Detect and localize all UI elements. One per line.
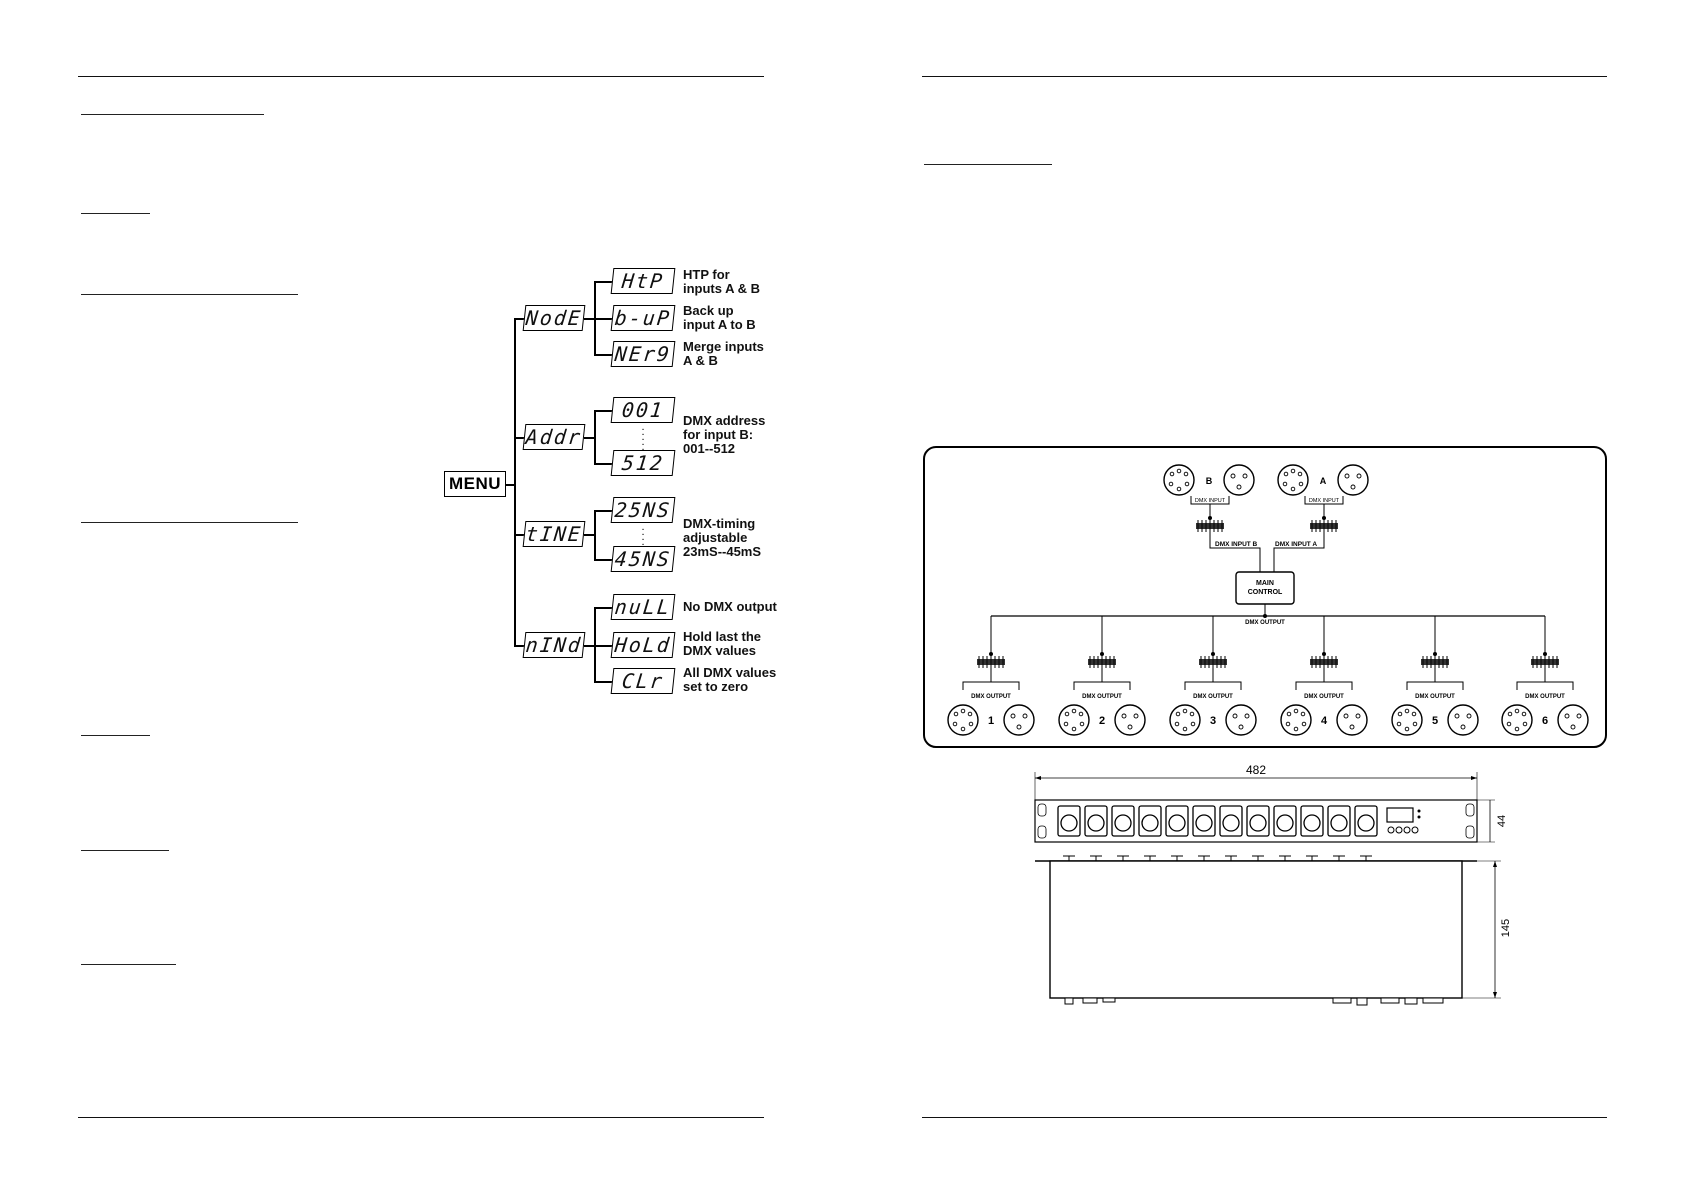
svg-text:DMX INPUT B: DMX INPUT B bbox=[1215, 541, 1258, 548]
option-desc-hold: Hold last the DMX values bbox=[683, 629, 762, 658]
svg-text:A: A bbox=[1320, 476, 1327, 486]
svg-text:DMX INPUT: DMX INPUT bbox=[1309, 498, 1340, 504]
svg-text:DMX OUTPUT: DMX OUTPUT bbox=[1304, 694, 1344, 700]
section-heading-underline bbox=[81, 294, 298, 295]
width-dimension: 482 bbox=[1246, 763, 1266, 777]
lcd-address-512: 512 bbox=[610, 450, 676, 476]
section-heading-underline bbox=[81, 964, 176, 965]
lcd-address: Addr bbox=[522, 424, 586, 450]
lcd-mode: NodE bbox=[522, 305, 586, 331]
option-desc-clear: All DMX values set to zero bbox=[683, 665, 777, 694]
dimension-drawing: 482 44 bbox=[1034, 763, 1512, 1006]
height-dimension: 44 bbox=[1496, 815, 1508, 827]
top-view bbox=[1035, 855, 1477, 1006]
option-desc-merge: Merge inputs A & B bbox=[683, 339, 764, 368]
dmx-output-3: DMX OUTPUT 3 bbox=[1169, 616, 1257, 736]
svg-text:CONTROL: CONTROL bbox=[1248, 589, 1283, 596]
dmx-input-a: A DMX INPUT bbox=[1277, 464, 1369, 533]
lcd-no-input-mode: nINd bbox=[522, 632, 586, 658]
svg-text:DMX OUTPUT: DMX OUTPUT bbox=[1193, 694, 1233, 700]
svg-text:1: 1 bbox=[988, 715, 994, 727]
front-panel bbox=[1034, 799, 1478, 843]
depth-dimension: 145 bbox=[1500, 919, 1512, 937]
option-desc-null: No DMX output bbox=[683, 599, 777, 614]
option-desc-address: DMX address for input B: 001--512 bbox=[683, 413, 766, 456]
svg-text:4: 4 bbox=[1321, 715, 1328, 727]
lcd-time: tINE bbox=[522, 521, 586, 547]
svg-text:MAIN: MAIN bbox=[1256, 580, 1274, 587]
svg-text:5: 5 bbox=[1432, 715, 1438, 727]
header-rule bbox=[78, 76, 764, 77]
dmx-output-2: DMX OUTPUT 2 bbox=[1058, 616, 1146, 736]
svg-text:DMX OUTPUT: DMX OUTPUT bbox=[1415, 694, 1455, 700]
lcd-address-001: 001 bbox=[610, 397, 676, 423]
svg-text:DMX INPUT A: DMX INPUT A bbox=[1275, 541, 1317, 548]
svg-text:DMX OUTPUT: DMX OUTPUT bbox=[971, 694, 1011, 700]
ellipsis-vertical: ..... bbox=[641, 421, 645, 453]
lcd-timing-25: 25NS bbox=[610, 497, 676, 523]
lcd-null: nuLL bbox=[610, 594, 676, 620]
section-heading-underline bbox=[81, 114, 264, 115]
footer-rule bbox=[78, 1117, 764, 1118]
lcd-htp: HtP bbox=[610, 268, 676, 294]
dmx-block-diagram: B DMX INPUT A DMX INPUT DMX INPUT B DMX … bbox=[923, 446, 1607, 748]
footer-rule bbox=[922, 1117, 1607, 1118]
right-page bbox=[842, 0, 1685, 1191]
dmx-output-6: DMX OUTPUT 6 bbox=[1501, 616, 1589, 736]
svg-text:DMX OUTPUT: DMX OUTPUT bbox=[1245, 620, 1285, 626]
menu-root-label: MENU bbox=[448, 474, 502, 493]
section-heading-underline bbox=[81, 213, 150, 214]
header-rule bbox=[922, 76, 1607, 77]
section-heading-underline bbox=[81, 522, 298, 523]
section-heading-underline bbox=[924, 164, 1052, 165]
dmx-output-4: DMX OUTPUT 4 bbox=[1280, 616, 1368, 736]
option-desc-timing: DMX-timing adjustable 23mS--45mS bbox=[683, 516, 762, 559]
lcd-backup: b-uP bbox=[610, 305, 676, 331]
option-desc-backup: Back up input A to B bbox=[683, 303, 756, 332]
lcd-hold: HoLd bbox=[610, 632, 676, 658]
dmx-output-5: DMX OUTPUT 5 bbox=[1391, 616, 1479, 736]
svg-text:6: 6 bbox=[1542, 715, 1548, 727]
section-heading-underline bbox=[81, 850, 169, 851]
svg-text:2: 2 bbox=[1099, 715, 1105, 727]
lcd-timing-45: 45NS bbox=[610, 546, 676, 572]
menu-root: MENU bbox=[444, 471, 506, 497]
left-page: MENU NodE HtP b-uP NEr9 HTP for inputs A… bbox=[0, 0, 842, 1191]
svg-text:DMX OUTPUT: DMX OUTPUT bbox=[1525, 694, 1565, 700]
dmx-input-b: B DMX INPUT bbox=[1163, 464, 1255, 533]
option-desc-htp: HTP for inputs A & B bbox=[683, 267, 761, 296]
svg-text:3: 3 bbox=[1210, 715, 1216, 727]
section-heading-underline bbox=[81, 735, 150, 736]
lcd-merge: NEr9 bbox=[610, 341, 676, 367]
main-control-block: MAIN CONTROL bbox=[1235, 571, 1295, 605]
svg-text:B: B bbox=[1206, 476, 1213, 486]
lcd-clear: CLr bbox=[610, 668, 676, 694]
svg-text:DMX OUTPUT: DMX OUTPUT bbox=[1082, 694, 1122, 700]
svg-text:DMX INPUT: DMX INPUT bbox=[1195, 498, 1226, 504]
dmx-output-1: DMX OUTPUT 1 bbox=[947, 616, 1035, 736]
